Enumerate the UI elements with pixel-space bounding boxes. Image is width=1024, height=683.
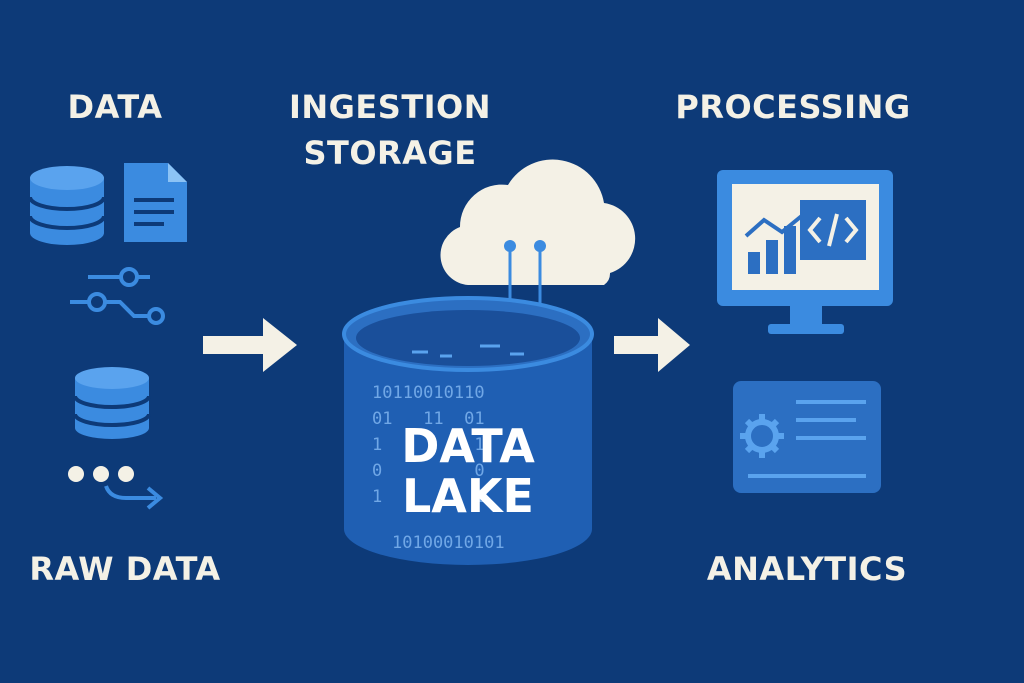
stage-label-raw-data: RAW DATA (29, 550, 221, 588)
arrow-icon (614, 318, 690, 372)
lake-title-line2: LAKE (402, 469, 534, 523)
pipeline-icon (70, 267, 165, 325)
ingestion-label: INGESTION (288, 88, 492, 126)
binary-row: 01 11 01 (372, 409, 485, 429)
binary-row: 1 1 (372, 435, 485, 455)
settings-panel-icon (733, 381, 881, 493)
database-icon (73, 367, 151, 439)
stage-label-ingestion-storage: INGESTION STORAGE (265, 84, 515, 176)
storage-label: STORAGE (303, 134, 477, 172)
lake-title-line1: DATA (401, 419, 535, 473)
stage-label-analytics: ANALYTICS (706, 550, 908, 588)
code-icon (800, 200, 866, 260)
binary-row: 1 1 (372, 487, 485, 507)
stage-label-data: DATA (67, 88, 163, 126)
binary-pattern: 10110010110 01 11 01 1 1 0 0 1 1 1010001… (372, 383, 505, 553)
arrow-icon (203, 318, 297, 372)
document-icon (124, 163, 187, 242)
monitor-icon (717, 170, 893, 334)
binary-row: 0 0 (372, 461, 485, 481)
binary-row: 10100010101 (392, 533, 505, 553)
binary-row: 10110010110 (372, 383, 485, 403)
chart-icon (744, 212, 806, 274)
stage-label-processing: PROCESSING (675, 88, 911, 126)
database-icon (28, 166, 106, 245)
stream-icon (68, 466, 164, 510)
data-lake-cylinder (342, 296, 594, 565)
